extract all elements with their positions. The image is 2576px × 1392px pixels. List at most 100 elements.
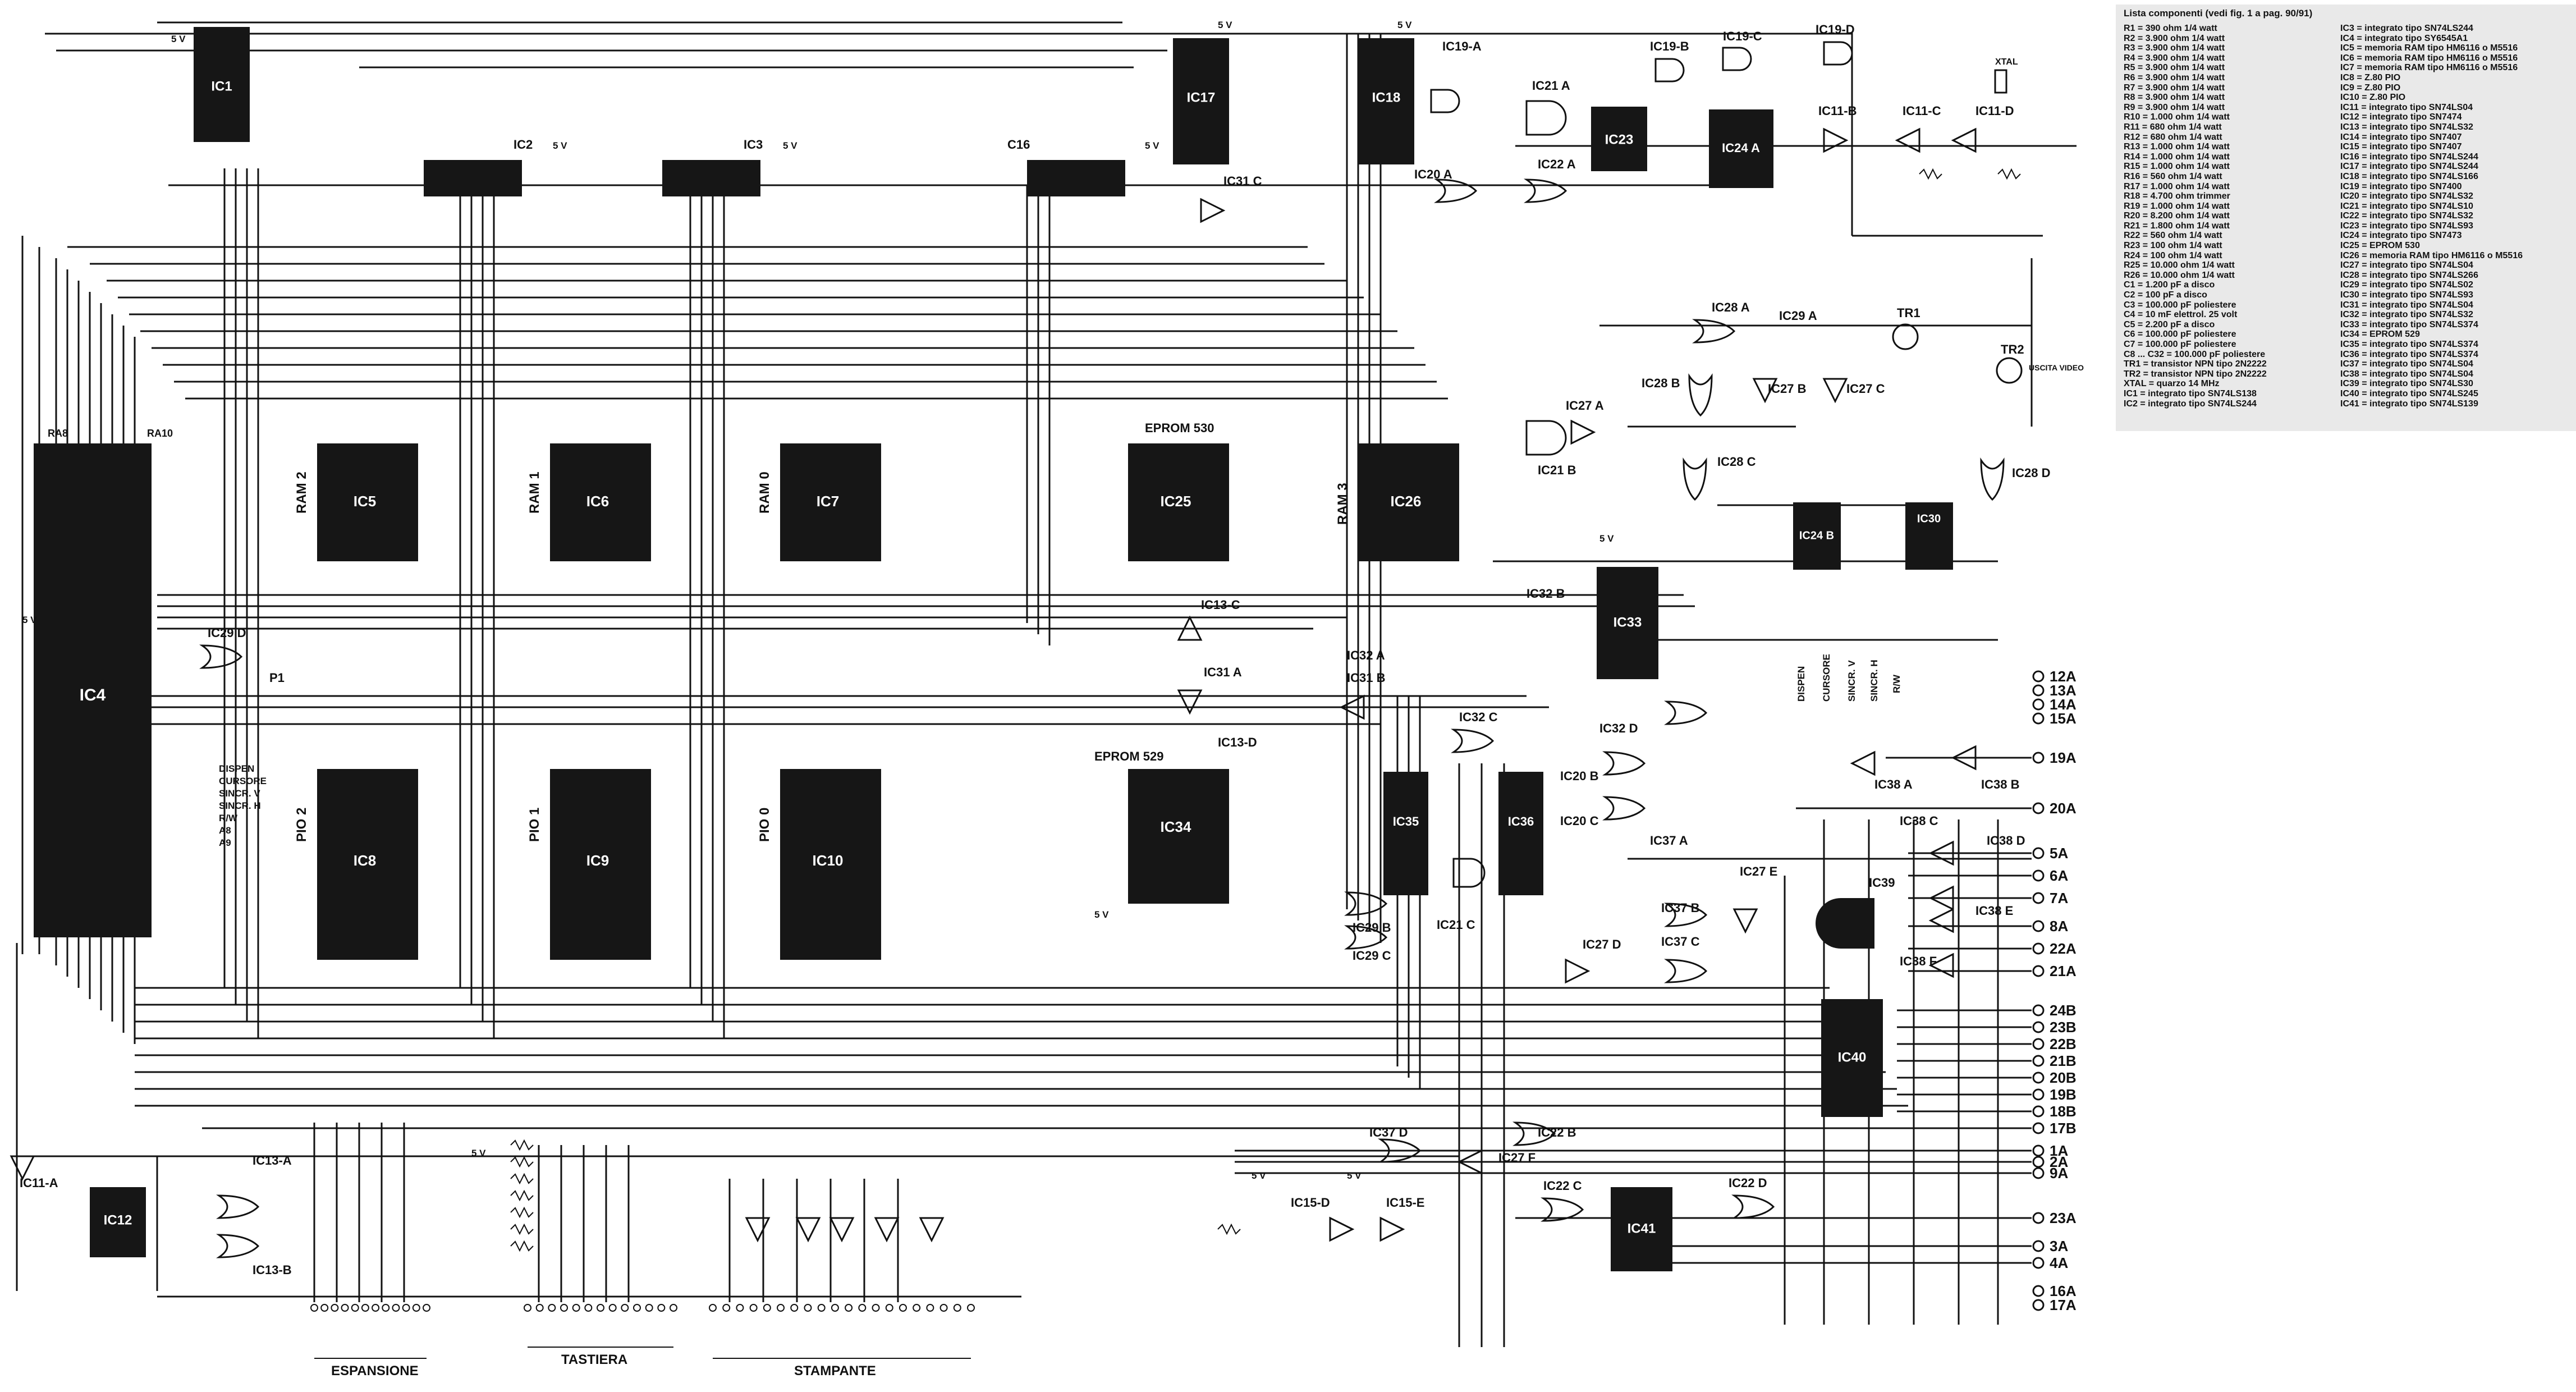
chip-label: IC41 bbox=[1628, 1221, 1656, 1236]
component-entry: IC19 = integrato tipo SN7400 bbox=[2340, 181, 2462, 191]
component-entry: R24 = 100 ohm 1/4 watt bbox=[2124, 250, 2222, 260]
component-entry: C7 = 100.000 pF poliestere bbox=[2124, 340, 2236, 349]
component-entry: R12 = 680 ohm 1/4 watt bbox=[2124, 132, 2222, 142]
connector-label: 22A bbox=[2050, 940, 2077, 957]
chip-label: IC12 bbox=[104, 1212, 132, 1228]
gate-label: IC37 B bbox=[1661, 901, 1699, 915]
component-list-title: Lista componenti (vedi fig. 1 a pag. 90/… bbox=[2124, 8, 2313, 19]
signal-label: DISPEN bbox=[1796, 666, 1807, 702]
connector-pin-icon bbox=[382, 1304, 390, 1312]
supply-5v: 5 V bbox=[1397, 20, 1412, 30]
component-entry: R25 = 10.000 ohm 1/4 watt bbox=[2124, 260, 2235, 271]
gate-label: IC37 A bbox=[1650, 834, 1688, 848]
connector-pin-icon bbox=[885, 1304, 893, 1312]
component-entry: IC37 = integrato tipo SN74LS04 bbox=[2340, 359, 2473, 369]
component-entry: IC16 = integrato tipo SN74LS244 bbox=[2340, 152, 2478, 162]
connector-pin-icon bbox=[320, 1304, 329, 1312]
component-entry: IC22 = integrato tipo SN74LS32 bbox=[2340, 211, 2473, 221]
gate-label: IC38 E bbox=[1975, 904, 2013, 918]
gate-label: IC32 C bbox=[1459, 710, 1498, 724]
chip-label: IC35 bbox=[1393, 814, 1419, 828]
gate-label: IC15-E bbox=[1386, 1196, 1424, 1210]
component-entry: IC29 = integrato tipo SN74LS02 bbox=[2340, 280, 2473, 290]
chip-label: IC24 B bbox=[1799, 529, 1834, 542]
gate-label: IC19-C bbox=[1723, 29, 1762, 43]
connector-pin-icon bbox=[926, 1304, 934, 1312]
component-entry: C6 = 100.000 pF poliestere bbox=[2124, 329, 2236, 340]
pio-label-0: PIO 0 bbox=[757, 808, 772, 842]
component-entry: IC28 = integrato tipo SN74LS266 bbox=[2340, 270, 2478, 280]
component-entry: IC27 = integrato tipo SN74LS04 bbox=[2340, 260, 2473, 271]
supply-5v: 5 V bbox=[1094, 909, 1109, 920]
ic4-signal-labels: DISPEN CURSORE SINCR. V SINCR. H R/W A8 … bbox=[219, 763, 267, 848]
component-entry: C3 = 100.000 pF poliestere bbox=[2124, 300, 2236, 310]
connector-pin-icon bbox=[2032, 1240, 2045, 1252]
connector-pin-icon bbox=[2032, 847, 2045, 859]
chip-label: IC23 bbox=[1605, 132, 1634, 147]
connector-label: 13A bbox=[2050, 682, 2077, 699]
gate-label: TR1 bbox=[1897, 306, 1920, 320]
signal-label: SINCR. H bbox=[1869, 660, 1880, 702]
component-entry: R14 = 1.000 ohm 1/4 watt bbox=[2124, 152, 2230, 162]
connector-pin-icon bbox=[372, 1304, 380, 1312]
signal-label: A8 bbox=[219, 825, 231, 836]
supply-5v: 5 V bbox=[1145, 140, 1159, 151]
connector-pin-icon bbox=[597, 1304, 604, 1312]
gate-label: IC22 B bbox=[1538, 1125, 1576, 1139]
connector-pin-icon bbox=[310, 1304, 318, 1312]
connector-label-tastiera: TASTIERA bbox=[561, 1352, 627, 1367]
component-entry: R19 = 1.000 ohm 1/4 watt bbox=[2124, 201, 2230, 211]
connector-label: 16A bbox=[2050, 1283, 2077, 1299]
component-entry: IC13 = integrato tipo SN74LS32 bbox=[2340, 122, 2473, 132]
gate-label: IC28 C bbox=[1717, 455, 1756, 469]
connector-pin-icon bbox=[361, 1304, 369, 1312]
connector-label: 4A bbox=[2050, 1254, 2068, 1271]
resistor-symbols bbox=[510, 168, 2021, 1252]
gate-label: IC20 C bbox=[1560, 814, 1599, 828]
component-entry: R16 = 560 ohm 1/4 watt bbox=[2124, 171, 2222, 181]
gate-label: IC27 F bbox=[1498, 1151, 1535, 1165]
connector-pin-icon bbox=[2032, 1105, 2045, 1118]
component-entry: IC26 = memoria RAM tipo HM6116 o M5516 bbox=[2340, 250, 2523, 260]
gate-label: IC27 E bbox=[1740, 864, 1777, 878]
connector-pin-icon bbox=[2032, 1122, 2045, 1134]
connector-pin-icon bbox=[633, 1304, 641, 1312]
component-entry: C4 = 10 mF elettrol. 25 volt bbox=[2124, 310, 2238, 320]
component-entry: R6 = 3.900 ohm 1/4 watt bbox=[2124, 72, 2225, 83]
connector-pin-icon bbox=[608, 1304, 617, 1312]
component-entry: R17 = 1.000 ohm 1/4 watt bbox=[2124, 181, 2230, 191]
chip-label: IC1 bbox=[211, 79, 232, 94]
connector-label-stampante: STAMPANTE bbox=[794, 1363, 876, 1379]
gate-label: USCITA VIDEO bbox=[2029, 363, 2084, 372]
ic-package-ic2 bbox=[424, 160, 522, 196]
ic-package-ic18: IC18 bbox=[1358, 38, 1414, 164]
chip-label: IC6 bbox=[586, 493, 609, 510]
gate-label: IC20 A bbox=[1414, 167, 1452, 181]
ic-package-ic6: IC6 bbox=[550, 443, 651, 561]
supply-labels: 5 V 5 V 5 V 5 V 5 V 5 V 5 V 5 V 5 V 5 V … bbox=[22, 20, 1614, 1181]
gate-label: IC11-B bbox=[1818, 104, 1857, 118]
component-entry: IC10 = Z.80 PIO bbox=[2340, 93, 2406, 103]
connector-label: 20A bbox=[2050, 800, 2077, 817]
component-entry: XTAL = quarzo 14 MHz bbox=[2124, 379, 2220, 389]
component-entry: R18 = 4.700 ohm trimmer bbox=[2124, 191, 2230, 202]
connector-label: 17B bbox=[2050, 1120, 2077, 1137]
ic-package-ic3 bbox=[662, 160, 760, 196]
chip-label: IC18 bbox=[1372, 90, 1401, 105]
connector-label: 22B bbox=[2050, 1036, 2077, 1052]
component-entry: IC18 = integrato tipo SN74LS166 bbox=[2340, 171, 2478, 181]
chip-label: IC36 bbox=[1508, 814, 1534, 828]
component-entry: R23 = 100 ohm 1/4 watt bbox=[2124, 241, 2222, 251]
connector-pin-icon bbox=[645, 1304, 653, 1312]
component-entry: IC40 = integrato tipo SN74LS245 bbox=[2340, 388, 2478, 399]
connector-label: 23A bbox=[2050, 1210, 2077, 1226]
pio-label-2: PIO 2 bbox=[294, 808, 309, 842]
gate-label: IC32 A bbox=[1347, 648, 1385, 662]
gate-label: IC31 A bbox=[1204, 665, 1242, 679]
ic-package-ic30: IC30 bbox=[1905, 502, 1953, 570]
connector-pin-icon bbox=[2032, 684, 2045, 697]
ic-package-ic26: IC26 bbox=[1358, 443, 1459, 561]
supply-5v: 5 V bbox=[1218, 20, 1232, 30]
